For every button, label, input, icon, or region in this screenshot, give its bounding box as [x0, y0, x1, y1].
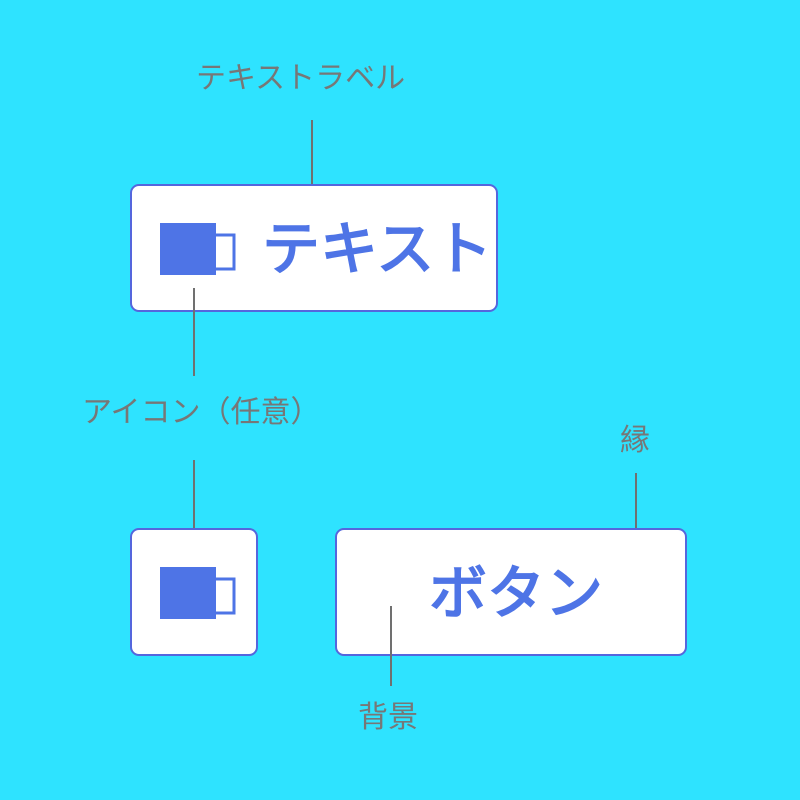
annotation-background: 背景	[358, 700, 418, 735]
mug-icon	[160, 223, 236, 275]
icon-text-button-label: テキスト	[262, 215, 493, 283]
leader-line-text-label	[311, 120, 313, 208]
annotation-text-label: テキストラベル	[196, 61, 406, 96]
icon-text-button[interactable]: テキスト	[130, 184, 498, 312]
leader-line-icon-upper	[193, 288, 195, 376]
annotation-icon-optional: アイコン（任意）	[82, 395, 321, 430]
icon-only-button[interactable]	[130, 528, 258, 656]
leader-line-border	[635, 473, 637, 529]
annotation-border: 縁	[620, 423, 650, 458]
mug-icon	[160, 567, 236, 619]
leader-line-background	[390, 606, 392, 686]
text-only-button-label: ボタン	[429, 559, 604, 627]
text-only-button[interactable]: ボタン	[335, 528, 687, 656]
leader-line-icon-lower	[193, 460, 195, 550]
